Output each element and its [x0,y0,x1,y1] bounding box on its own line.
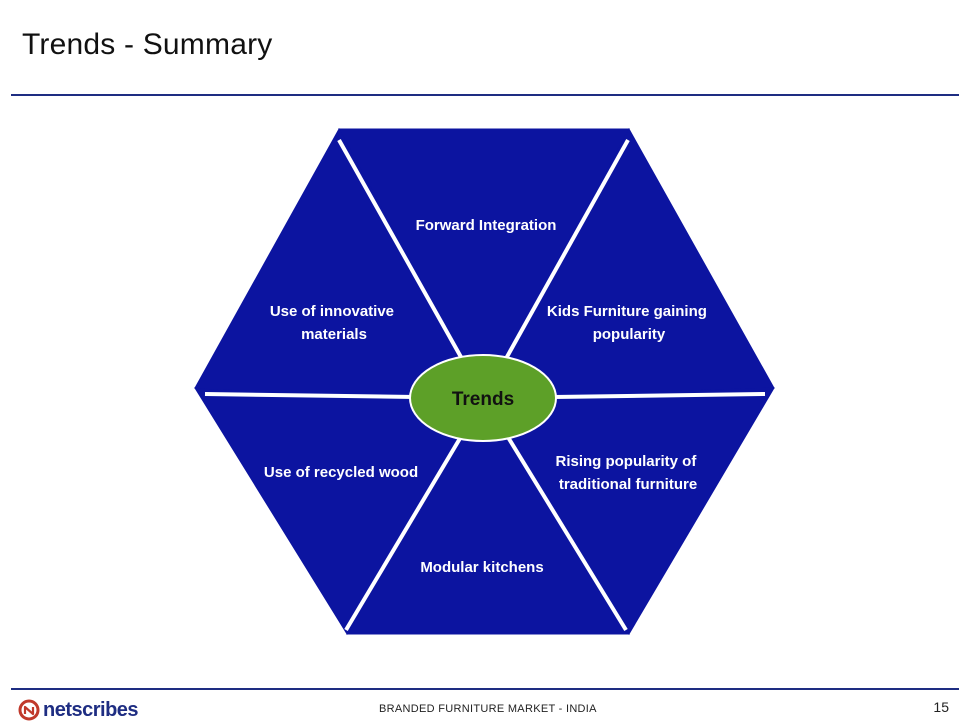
center-label: Trends [452,389,514,410]
segment-label-top: Forward Integration [416,217,557,234]
hexagon-segments [194,127,775,635]
segment-label-upper-right: Kids Furniture gaining popularity [547,303,711,343]
segment-label-lower-right: Rising popularity of traditional furnitu… [555,453,700,493]
report-title: BRANDED FURNITURE MARKET - INDIA [379,703,597,715]
segment-label-lower-left: Use of recycled wood [264,464,418,481]
segment-upper-left [194,127,485,399]
netscribes-logo: netscribes [18,697,139,723]
divider-top-left [337,139,486,399]
title-divider [11,94,959,96]
segment-label-upper-left: Use of innovative materials [270,303,398,343]
divider-top-right [482,139,630,399]
footer-divider [11,688,959,690]
segment-label-bottom: Modular kitchens [420,559,543,576]
center-ellipse [409,354,557,442]
page-title: Trends - Summary [22,28,273,61]
netscribes-logo-icon [18,699,40,721]
page-number: 15 [933,699,949,715]
logo-wordmark: netscribes [43,699,139,721]
